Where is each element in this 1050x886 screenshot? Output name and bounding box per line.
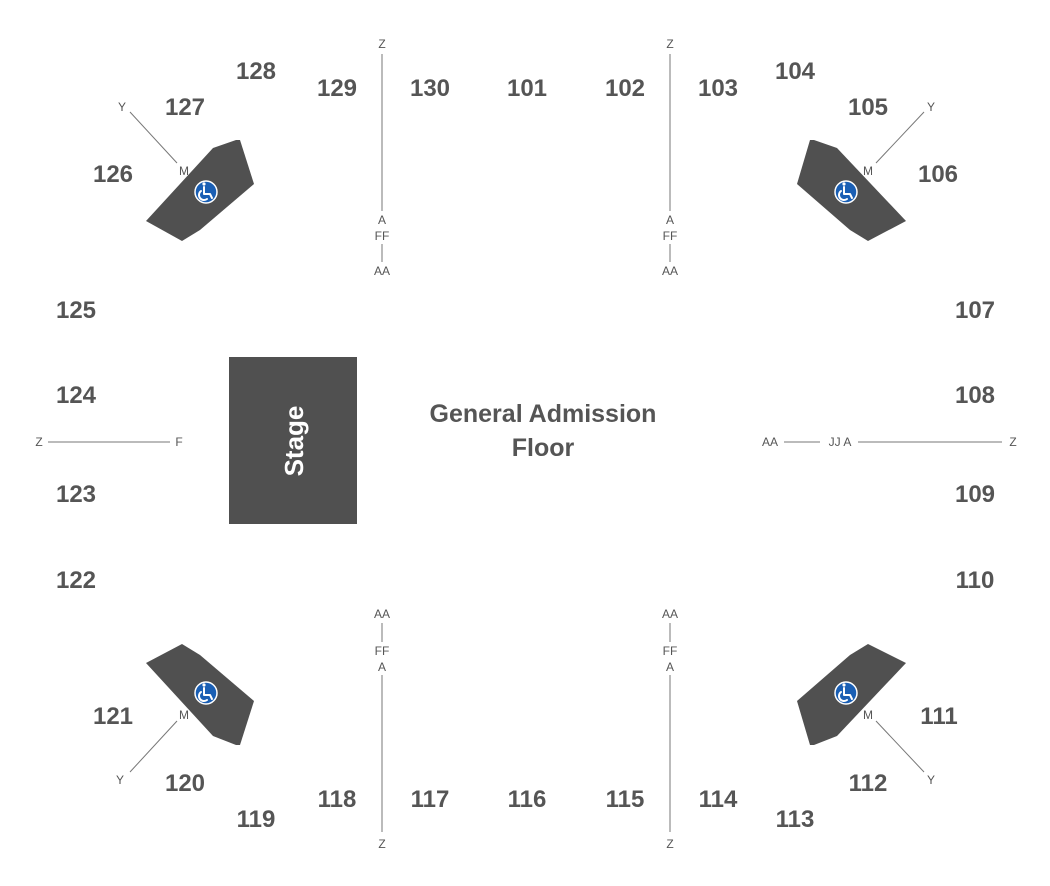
- row-label-z: Z: [378, 837, 385, 851]
- row-label-y: Y: [927, 773, 935, 787]
- section-112[interactable]: 112: [849, 770, 888, 797]
- row-label-aa: AA: [762, 435, 778, 449]
- row-label-ff: FF: [375, 644, 390, 658]
- section-119[interactable]: 119: [237, 806, 276, 833]
- floor-label-line1[interactable]: General Admission: [430, 400, 657, 428]
- section-108[interactable]: 108: [955, 382, 995, 409]
- stage[interactable]: [229, 357, 357, 524]
- row-label-ff: FF: [663, 644, 678, 658]
- row-label-a: A: [666, 660, 674, 674]
- section-123[interactable]: 123: [56, 481, 96, 508]
- row-label-z: Z: [666, 37, 673, 51]
- row-label-z: Z: [378, 37, 385, 51]
- row-label-a: A: [378, 660, 386, 674]
- row-label-ff: FF: [663, 229, 678, 243]
- wheelchair-icon: [834, 681, 858, 705]
- row-label-jj-a: JJ A: [829, 435, 852, 449]
- section-103[interactable]: 103: [698, 75, 738, 102]
- accessible-block-bottom-right[interactable]: [797, 644, 906, 745]
- section-104[interactable]: 104: [775, 58, 816, 85]
- section-121[interactable]: 121: [93, 703, 133, 730]
- row-label-y: Y: [927, 100, 935, 114]
- wheelchair-icon: [194, 681, 218, 705]
- section-110[interactable]: 110: [956, 567, 995, 594]
- wheelchair-icon: [834, 180, 858, 204]
- row-label-z: Z: [1009, 435, 1016, 449]
- section-114[interactable]: 114: [699, 786, 738, 813]
- section-127[interactable]: 127: [165, 94, 205, 121]
- section-105[interactable]: 105: [848, 94, 888, 121]
- section-126[interactable]: 126: [93, 161, 133, 188]
- section-102[interactable]: 102: [605, 75, 645, 102]
- row-label-a: A: [666, 213, 674, 227]
- stage-label: Stage: [279, 406, 309, 477]
- row-label-m: M: [863, 164, 873, 178]
- row-label-aa: AA: [662, 607, 678, 621]
- row-label-m: M: [179, 708, 189, 722]
- section-125[interactable]: 125: [56, 297, 96, 324]
- section-107[interactable]: 107: [955, 297, 995, 324]
- row-label-m: M: [179, 164, 189, 178]
- row-label-f: F: [175, 435, 182, 449]
- row-label-a: A: [378, 213, 386, 227]
- accessible-block-bottom-left[interactable]: [146, 644, 254, 745]
- row-line-diag-tr: [875, 111, 925, 164]
- row-line-diag-tl: [129, 111, 178, 164]
- accessible-block-top-left[interactable]: [146, 140, 254, 241]
- wheelchair-icon: [194, 180, 218, 204]
- section-128[interactable]: 128: [236, 58, 276, 85]
- row-line-diag-br: [875, 720, 925, 773]
- row-label-y: Y: [118, 100, 126, 114]
- section-113[interactable]: 113: [776, 806, 815, 833]
- accessible-block-top-right[interactable]: [797, 140, 906, 241]
- section-109[interactable]: 109: [955, 481, 995, 508]
- section-129[interactable]: 129: [317, 75, 357, 102]
- section-124[interactable]: 124: [56, 382, 97, 409]
- row-label-z: Z: [666, 837, 673, 851]
- row-label-y: Y: [116, 773, 124, 787]
- section-117[interactable]: 117: [411, 786, 450, 813]
- section-130[interactable]: 130: [410, 75, 450, 102]
- section-122[interactable]: 122: [56, 567, 96, 594]
- row-label-aa: AA: [662, 264, 678, 278]
- section-101[interactable]: 101: [507, 75, 547, 102]
- section-120[interactable]: 120: [165, 770, 205, 797]
- section-115[interactable]: 115: [606, 786, 645, 813]
- row-label-ff: FF: [375, 229, 390, 243]
- row-label-m: M: [863, 708, 873, 722]
- section-118[interactable]: 118: [318, 786, 357, 813]
- row-label-z: Z: [35, 435, 42, 449]
- row-line-diag-bl: [129, 720, 178, 773]
- section-111[interactable]: 111: [920, 703, 957, 730]
- section-106[interactable]: 106: [918, 161, 958, 188]
- row-label-aa: AA: [374, 607, 390, 621]
- floor-label-line2[interactable]: Floor: [512, 434, 575, 462]
- row-label-aa: AA: [374, 264, 390, 278]
- section-116[interactable]: 116: [508, 786, 547, 813]
